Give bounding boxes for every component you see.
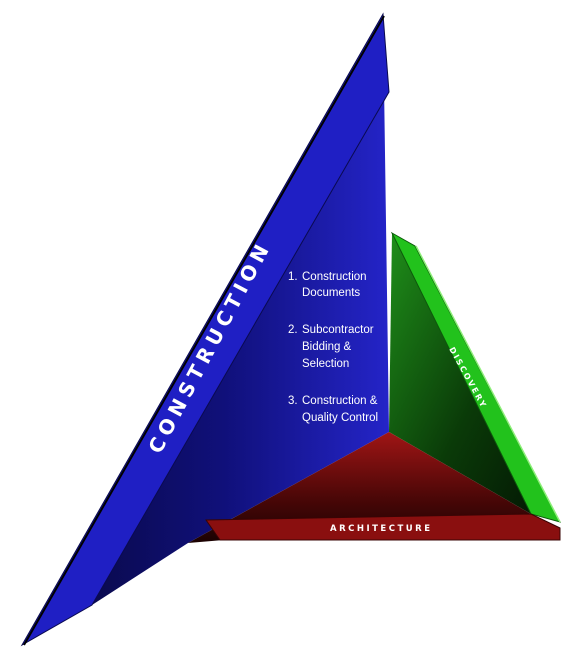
step-line: Documents [302,287,360,299]
step-line: Quality Control [302,412,378,424]
step-number: 1. [288,271,298,283]
step-number: 3. [288,395,298,407]
step-line: Construction [302,271,367,283]
architecture-label: ARCHITECTURE [330,524,433,534]
step-line: Bidding & [302,341,352,353]
step-line: Subcontractor [302,324,374,336]
step-line: Construction & [302,395,378,407]
step-line: Selection [302,358,349,370]
step-number: 2. [288,324,298,336]
